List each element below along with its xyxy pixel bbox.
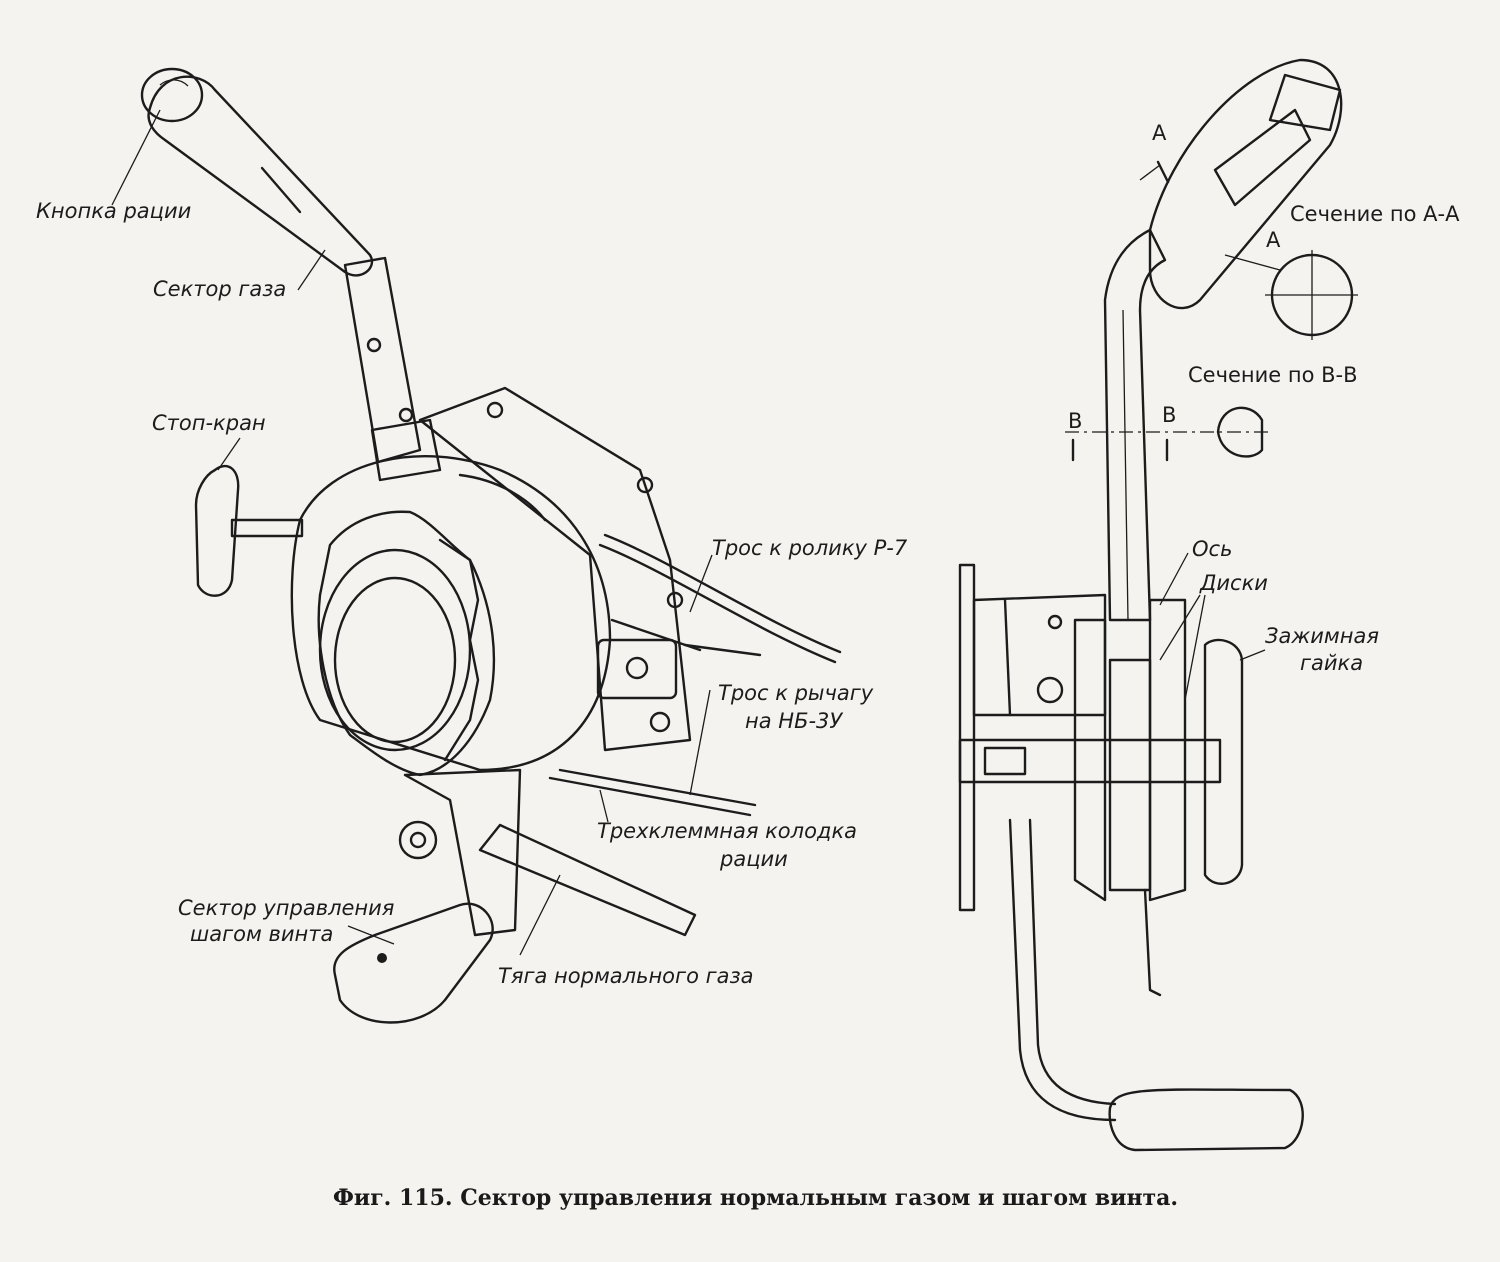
perspective-assembly-drawing [111, 67, 842, 1024]
section-housing-drawing [958, 563, 1304, 1152]
cables-drawing [548, 533, 842, 817]
mark-b-right: В [1162, 403, 1176, 427]
label-terminal-block-1: Трехклеммная колодка [597, 819, 857, 843]
section-leader-lines [1159, 552, 1266, 701]
housing-body-drawing [290, 455, 612, 772]
label-cable-lever-2: на НБ-3У [745, 709, 843, 733]
lever-arm-drawing [343, 256, 442, 482]
stop-valve-drawing [194, 464, 304, 597]
section-bb-mark [1065, 406, 1270, 462]
label-throttle-rod: Тяга нормального газа [498, 964, 754, 988]
pitch-lever-drawing [333, 768, 522, 1024]
throttle-rod-drawing [478, 823, 697, 937]
label-cable-roller: Трос к ролику Р-7 [712, 536, 908, 560]
label-terminal-block-2: рации [719, 847, 788, 871]
label-cable-lever-1: Трос к рычагу [718, 681, 874, 705]
figure-caption: Фиг. 115. Сектор управления нормальным г… [333, 1185, 1178, 1211]
mark-a-bottom: А [1266, 228, 1281, 252]
knurled-nut-drawing [317, 510, 496, 777]
label-throttle-sector: Сектор газа [153, 277, 286, 301]
section-view-drawing [958, 58, 1358, 1152]
label-section-bb: Сечение по В-В [1188, 363, 1358, 387]
mark-a-top: А [1152, 121, 1167, 145]
leader-lines [111, 109, 713, 956]
back-plate-drawing [418, 386, 692, 752]
label-pitch-sector-2: шагом винта [190, 922, 333, 946]
label-discs: Диски [1199, 571, 1268, 595]
label-axis: Ось [1192, 537, 1232, 561]
section-aa-mark [1139, 160, 1358, 340]
label-pitch-sector-1: Сектор управления [178, 896, 394, 920]
label-section-aa: Сечение по А-А [1290, 202, 1460, 226]
throttle-handle-drawing [140, 67, 374, 277]
mark-b-left: В [1068, 409, 1082, 433]
label-clamp-nut-1: Зажимная [1265, 624, 1379, 648]
terminal-block-drawing [596, 618, 702, 700]
label-clamp-nut-2: гайка [1300, 651, 1363, 675]
label-stop-valve: Стоп-кран [152, 411, 266, 435]
label-radio-button: Кнопка рации [36, 199, 191, 223]
